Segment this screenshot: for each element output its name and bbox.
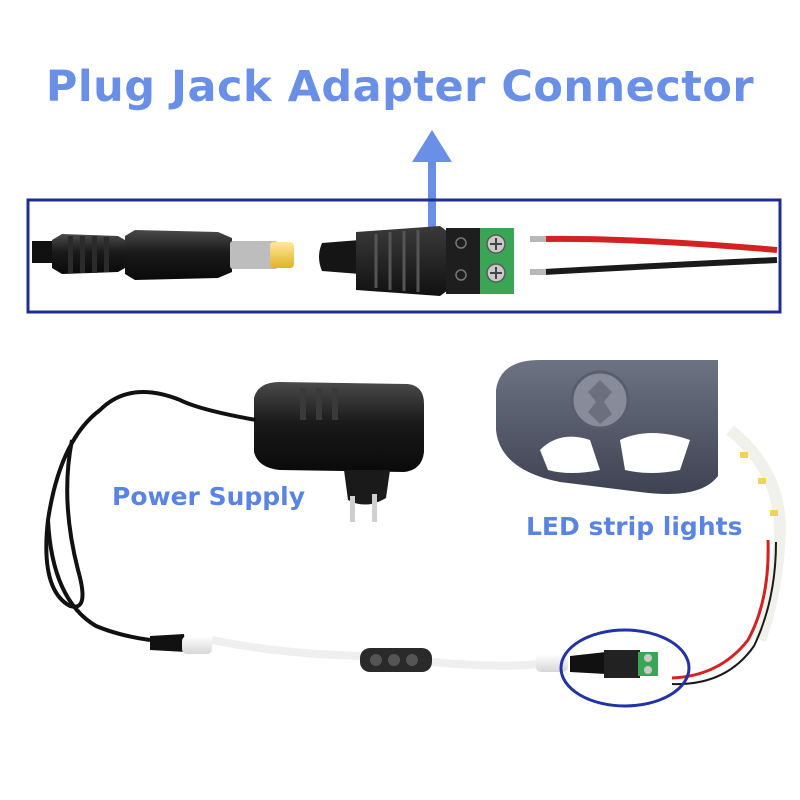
page-title: Plug Jack Adapter Connector [45, 62, 755, 112]
red-black-wires [530, 235, 778, 275]
label-power-supply: Power Supply [112, 482, 306, 511]
inline-controller-cable [150, 634, 658, 678]
female-jack-adapter [319, 226, 514, 296]
dc-male-plug [32, 230, 294, 280]
power-supply-adapter [44, 382, 424, 642]
highlight-circle [559, 628, 691, 708]
label-led-strip: LED strip lights [526, 512, 743, 541]
led-strip-reel [496, 360, 787, 686]
detail-frame [26, 198, 782, 314]
